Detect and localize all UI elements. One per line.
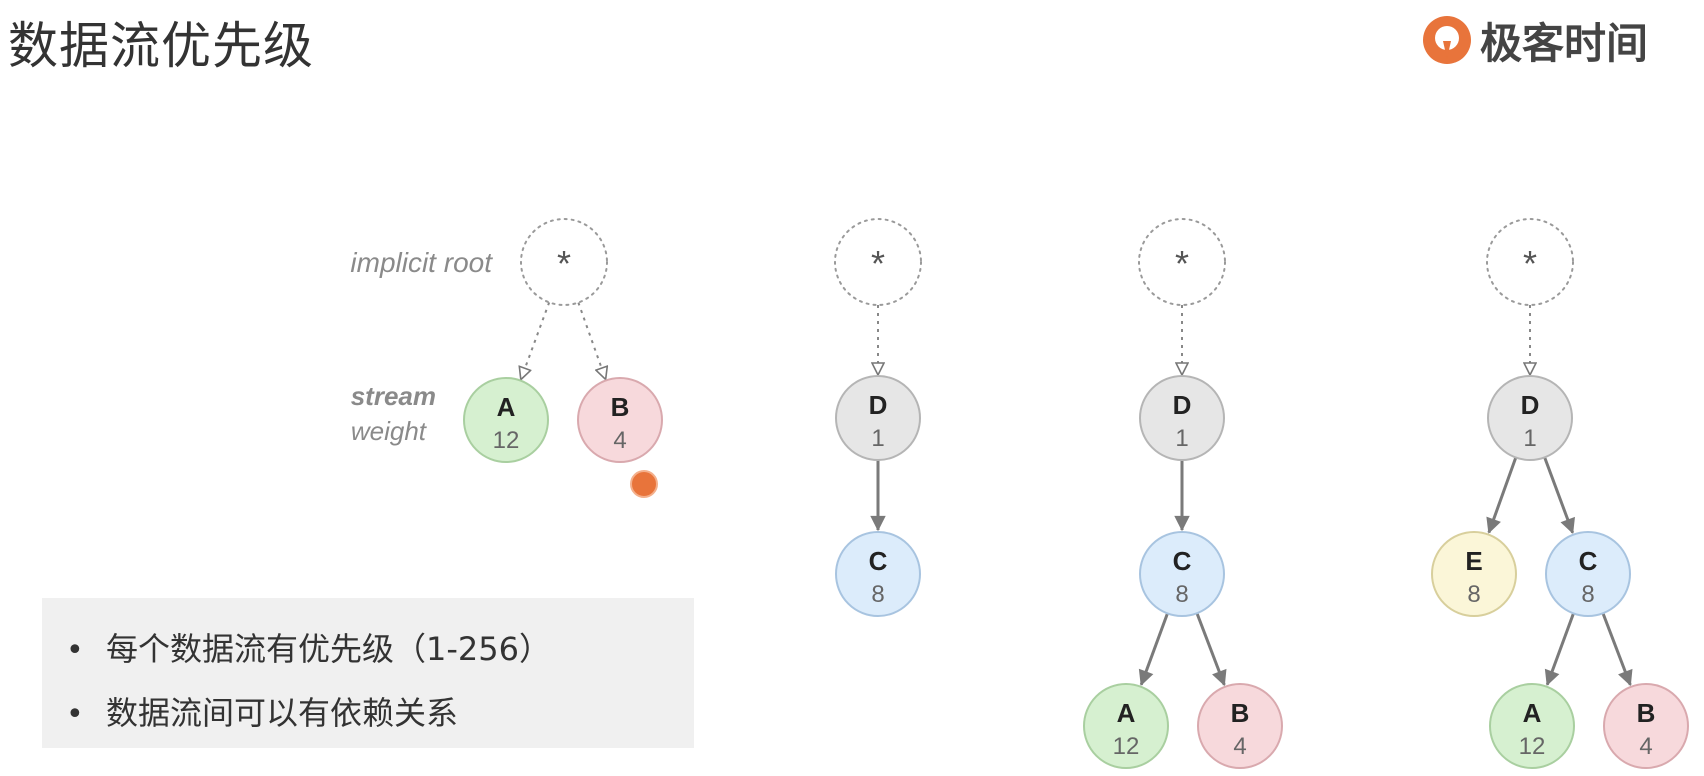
edge-D-C <box>1543 456 1575 534</box>
node-circle <box>835 375 921 461</box>
node-circle <box>1138 218 1226 306</box>
stream-node-E: E8 <box>1431 531 1517 617</box>
node-circle <box>1139 531 1225 617</box>
node-label: A <box>497 392 516 422</box>
implicit-root-node: * <box>520 218 608 306</box>
bullet-box: • 每个数据流有优先级（1-256） • 数据流间可以有依赖关系 <box>42 598 694 748</box>
node-label: B <box>611 392 630 422</box>
bullet-text: 每个数据流有优先级（1-256） <box>106 630 551 668</box>
node-weight: 8 <box>1467 581 1480 608</box>
node-label: B <box>1637 698 1656 728</box>
node-weight: 1 <box>871 425 884 452</box>
edge-D-E <box>1486 457 1518 534</box>
node-label: A <box>1117 698 1136 728</box>
node-label: D <box>869 390 888 420</box>
stream-node-C: C8 <box>1545 531 1631 617</box>
node-circle <box>834 218 922 306</box>
implicit-root-node: * <box>1486 218 1574 306</box>
node-weight: 1 <box>1175 425 1188 452</box>
node-circle <box>1197 683 1283 769</box>
edge-root-A <box>521 302 551 378</box>
node-weight: 4 <box>1233 733 1246 760</box>
edges-layer <box>521 302 1633 687</box>
bullet-item: • 每个数据流有优先级（1-256） <box>66 624 551 670</box>
stream-node-B: B4 <box>1197 683 1283 769</box>
stream-node-B: B4 <box>577 377 663 463</box>
node-label: D <box>1173 390 1192 420</box>
legend-weight: weight <box>351 416 428 446</box>
bullet-item: • 数据流间可以有依赖关系 <box>66 688 458 734</box>
stream-node-D: D1 <box>1139 375 1225 461</box>
node-weight: 1 <box>1523 425 1536 452</box>
node-circle <box>577 377 663 463</box>
node-circle <box>1139 375 1225 461</box>
edge-C-B <box>1601 612 1633 687</box>
edge-root-B <box>577 302 605 379</box>
geektime-logo-icon <box>1423 16 1471 64</box>
root-star-label: * <box>1175 243 1189 284</box>
bullet-text: 数据流间可以有依赖关系 <box>106 694 459 732</box>
node-weight: 4 <box>1639 733 1652 760</box>
bullet-dot-icon: • <box>66 633 84 668</box>
page-title: 数据流优先级 <box>8 17 314 75</box>
node-weight: 8 <box>1175 581 1188 608</box>
node-weight: 12 <box>1519 733 1546 760</box>
node-weight: 8 <box>871 581 884 608</box>
node-weight: 4 <box>613 427 626 454</box>
node-circle <box>1545 531 1631 617</box>
stream-node-B: B4 <box>1603 683 1689 769</box>
legend-stream: stream <box>351 381 436 411</box>
node-weight: 12 <box>1113 733 1140 760</box>
root-star-label: * <box>557 243 571 284</box>
bullet-dot-icon: • <box>66 697 84 732</box>
stream-node-D: D1 <box>1487 375 1573 461</box>
node-label: E <box>1465 546 1482 576</box>
legend-implicit-root: implicit root <box>350 247 493 278</box>
stream-node-C: C8 <box>1139 531 1225 617</box>
node-weight: 8 <box>1581 581 1594 608</box>
brand-name: 极客时间 <box>1480 18 1649 68</box>
stream-node-C: C8 <box>835 531 921 617</box>
node-label: A <box>1523 698 1542 728</box>
node-circle <box>463 377 549 463</box>
node-weight: 12 <box>493 427 520 454</box>
node-label: C <box>1173 546 1192 576</box>
edge-C-A <box>1138 612 1169 686</box>
node-label: C <box>869 546 888 576</box>
brand-logo: 极客时间 <box>1418 10 1648 70</box>
node-circle <box>1431 531 1517 617</box>
node-circle <box>1083 683 1169 769</box>
node-circle <box>520 218 608 306</box>
edge-C-A <box>1544 612 1575 686</box>
node-label: D <box>1521 390 1540 420</box>
node-circle <box>835 531 921 617</box>
node-label: B <box>1231 698 1250 728</box>
node-circle <box>1486 218 1574 306</box>
node-circle <box>1487 375 1573 461</box>
implicit-root-node: * <box>834 218 922 306</box>
stream-node-A: A 12 <box>1083 683 1169 769</box>
node-circle <box>1489 683 1575 769</box>
node-label: C <box>1579 546 1598 576</box>
root-star-label: * <box>871 243 885 284</box>
pointer-cursor-icon <box>630 470 658 498</box>
root-star-label: * <box>1523 243 1537 284</box>
stream-node-A: A 12 <box>1489 683 1575 769</box>
node-circle <box>1603 683 1689 769</box>
edge-C-B <box>1195 612 1227 687</box>
stream-node-D: D1 <box>835 375 921 461</box>
stream-node-A: A 12 <box>463 377 549 463</box>
implicit-root-node: * <box>1138 218 1226 306</box>
